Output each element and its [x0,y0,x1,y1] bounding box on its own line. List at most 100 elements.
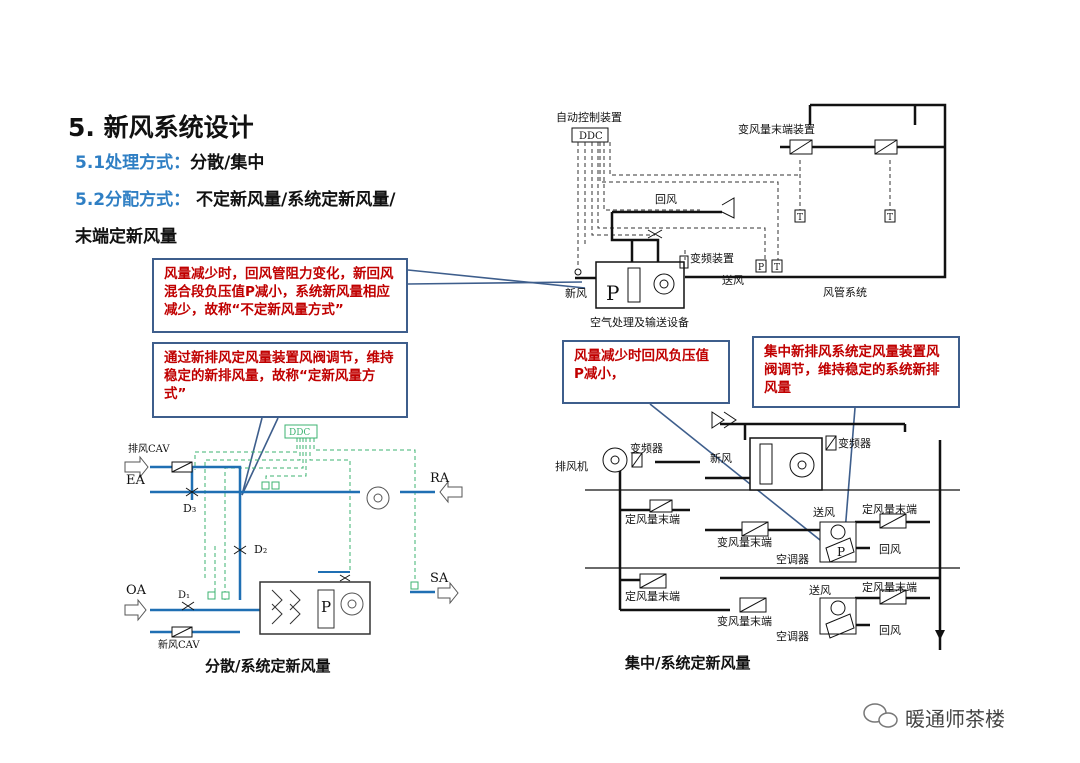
left-sensor-2 [271,481,280,490]
label-duct-system: 风管系统 [823,285,867,299]
label-top-pp: P [758,263,764,273]
label-exhaust-fan: 排风机 [555,459,588,473]
top-temp-sensor [771,259,783,273]
label-top-p: P [606,281,619,305]
page-title: 5. 新风系统设计 [68,113,254,142]
ra-arrow-icon [439,480,463,504]
label-top-vfd: 变频装置 [690,251,734,265]
label-fresh-cav: 新风CAV [158,638,200,651]
label-cav1: 定风量末端 [625,512,680,526]
label-cav4: 定风量末端 [862,580,917,594]
left-d1-damper [181,601,195,611]
top-thermostat-2 [884,209,896,223]
watermark-text: 暖通师茶楼 [905,707,1005,731]
label-right-vfd1: 变频器 [630,441,663,455]
caption-right-diagram: 集中/系统定新风量 [625,654,751,672]
right-fresh-ahu-box [749,437,823,491]
caption-left-diagram: 分散/系统定新风量 [205,657,331,675]
top-control-lines [577,142,891,268]
right-fresh-fan-icon [789,452,815,478]
label-left-p: P [321,598,331,616]
left-supply-fan-icon [340,592,364,616]
section-processing-label: 5.1处理方式： [75,153,191,173]
left-d2-damper [233,545,247,555]
left-sensor-5 [410,581,419,590]
label-top-return: 回风 [655,193,677,206]
right-vfd-box-2 [825,435,837,451]
right-ahu2-fan-icon [830,600,846,616]
label-return2: 回风 [879,624,901,637]
callout-variable-fresh-air: 风量减少时，回风管阻力变化，新回风混合段负压值P减小，系统新风量相应减少，故称“… [152,258,408,333]
label-top-t1: T [797,213,803,223]
top-pressure-sensor [755,259,767,273]
left-return-fan-icon [366,486,390,510]
callout-central-cav: 集中新排风系统定风量装置风阀调节，维持稳定的系统新排风量 [752,336,960,408]
label-top-ahu: 空气处理及输送设备 [590,315,689,329]
left-ahu-damper [339,574,351,582]
label-oa: OA [126,583,147,598]
section-distribution-cont: 末端定新风量 [75,227,177,247]
right-exhaust-fan-icon [602,447,628,473]
oa-arrow-icon [124,598,147,622]
label-top-fresh: 新风 [565,286,587,300]
right-diagram: 变频器 排风机 变频器 新风 定风量末端 定风量末端 定风量末端 定风量末端 变… [555,411,960,650]
right-ahu1-box [819,521,857,563]
section-processing-text: 分散/集中 [190,153,265,173]
label-top-t3: T [774,263,780,273]
section-distribution-text: 不定新风量/系统定新风量/ [190,190,396,210]
top-ddc-box [571,127,609,143]
label-d1: D₁ [178,590,190,601]
left-ddc-box [284,424,318,439]
label-left-ddc: DDC [289,428,310,438]
label-return1: 回风 [879,543,901,556]
section-distribution-label: 5.2分配方式： [75,190,191,210]
right-vfd-box-1 [631,452,643,468]
label-top-t2: T [887,213,893,223]
left-sensor-1 [261,481,270,490]
ea-arrow-icon [124,455,149,479]
label-cav3: 定风量末端 [625,589,680,603]
wechat-logo-icon [863,703,898,728]
top-fresh-damper [574,268,582,276]
label-top-ddc: DDC [579,131,603,142]
left-filter [317,589,335,629]
label-ahu2: 空调器 [776,629,809,643]
right-cav-boxes [639,499,907,613]
top-fan-icon [653,273,675,295]
right-ahu2-box [819,597,857,635]
callout-pointers [241,269,856,549]
left-diagram: DDC 排风CAV EA D₃ RA D₂ OA D₁ [124,424,463,651]
label-d3: D₃ [183,502,196,515]
top-return-grille [721,197,735,219]
top-filter [627,267,641,303]
label-ea: EA [126,473,145,488]
section-distribution: 5.2分配方式： 不定新风量/系统定新风量/ [75,185,395,210]
callout-fixed-fresh-air: 通过新排风定风量装置风阀调节，维持稳定的新排风量，故称“定新风量方式” [152,342,408,418]
label-right-vfd2: 变频器 [838,436,871,450]
section-processing: 5.1处理方式：分散/集中 [75,148,264,173]
label-right-fresh: 新风 [710,451,732,465]
label-exhaust-cav: 排风CAV [128,442,170,455]
label-ra: RA [430,471,450,486]
top-ducts [575,103,947,280]
sa-arrow-icon [437,581,459,605]
left-sensor-4 [221,591,230,600]
label-d2: D₂ [254,543,267,556]
label-vav2: 变风量末端 [717,614,772,628]
label-top-supply: 送风 [722,273,744,287]
top-thermostat-1 [794,209,806,223]
label-supply1: 送风 [813,505,835,519]
label-auto-control: 自动控制装置 [556,110,622,124]
top-damper [647,229,663,239]
label-ahu1: 空调器 [776,552,809,566]
left-d3-damper [185,487,199,497]
right-valve [711,411,737,429]
left-sensor-3 [207,591,216,600]
left-control-lines [194,438,416,600]
label-vav-terminal: 变风量末端装置 [738,122,815,136]
label-sa: SA [430,571,449,586]
top-vfd-box [679,255,689,269]
callout-return-pressure: 风量减少时回风负压值P减小， [562,340,730,404]
right-down-arrow-icon [935,630,945,640]
